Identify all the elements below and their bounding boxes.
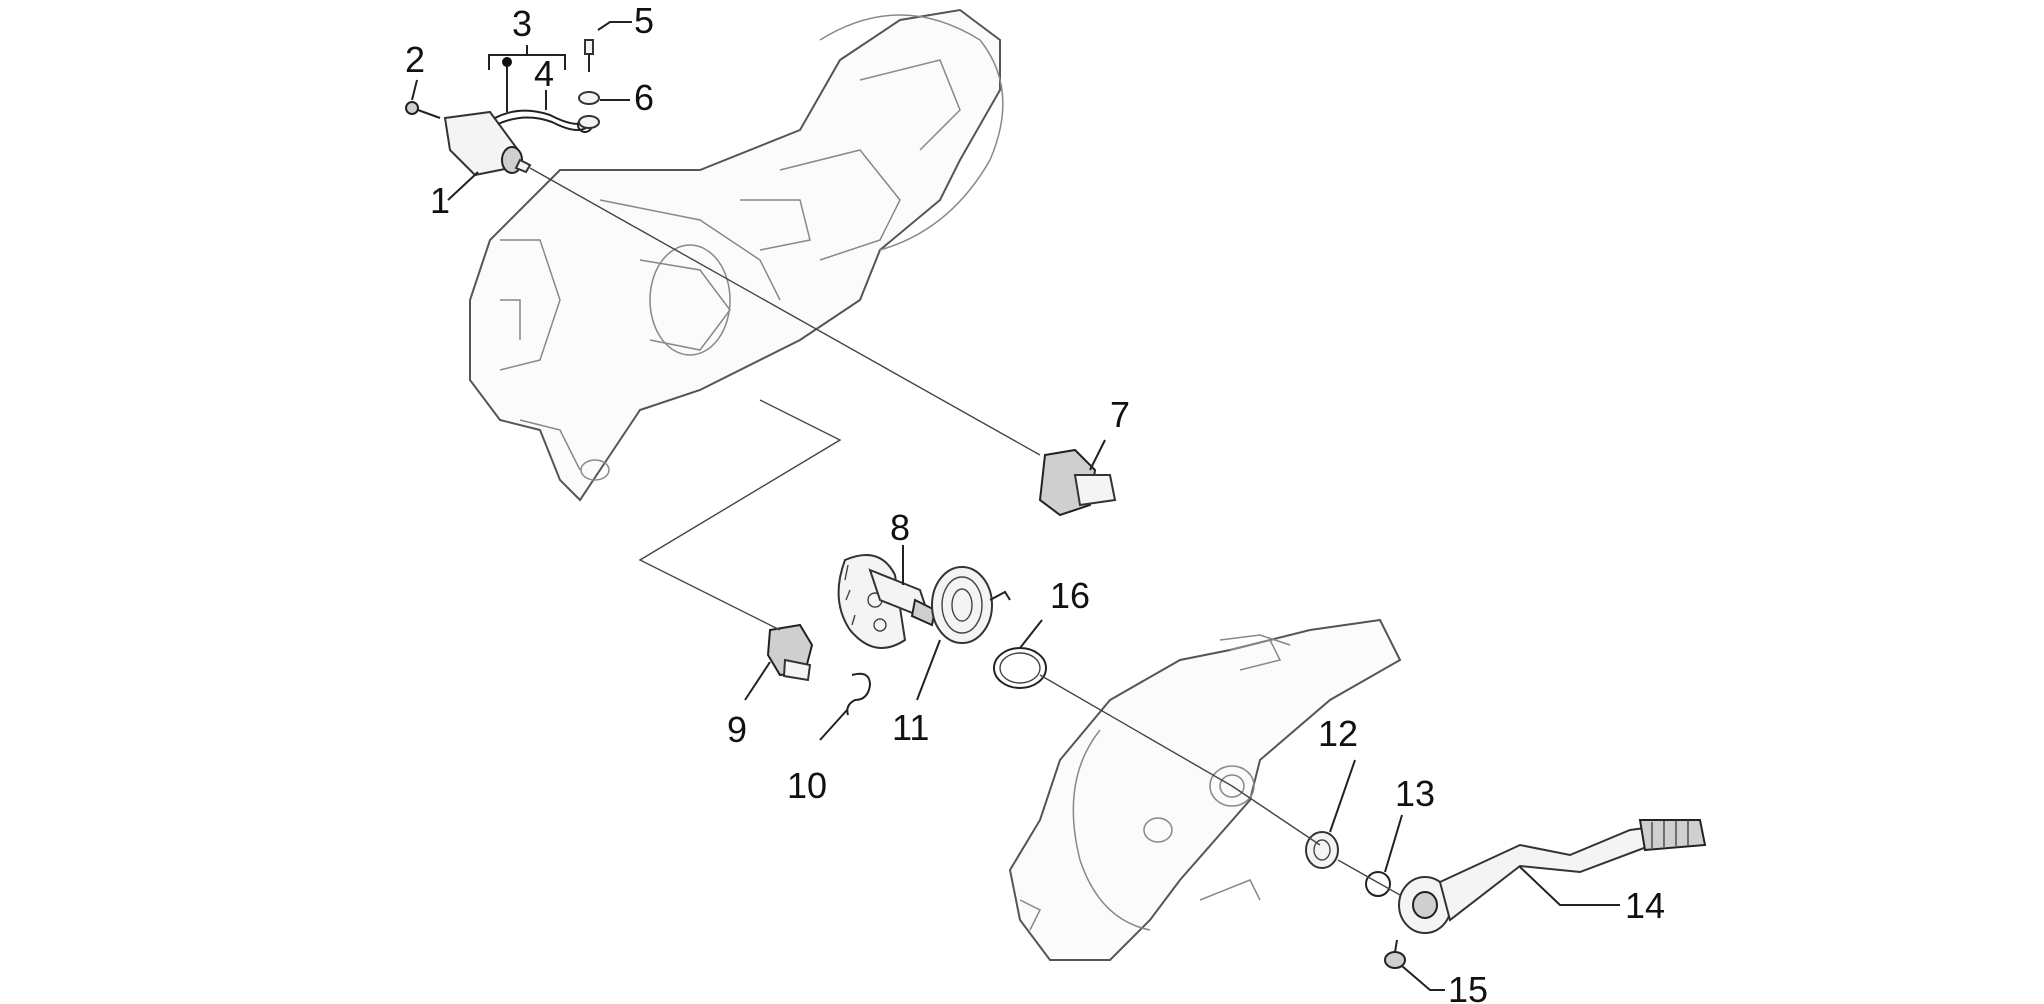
kickstart-lever xyxy=(1398,819,1707,934)
clip xyxy=(846,672,872,716)
return-spring xyxy=(931,566,1011,644)
starter-screw xyxy=(405,101,441,119)
starter-cable xyxy=(494,109,593,133)
circlip xyxy=(1365,871,1391,897)
callout-9: 9 xyxy=(727,709,747,750)
callout-7: 7 xyxy=(1110,394,1130,435)
callout-14: 14 xyxy=(1625,885,1665,926)
o-ring xyxy=(993,647,1047,689)
engine-crankcase xyxy=(469,8,1004,502)
transmission-cover xyxy=(1008,618,1402,961)
callout-2: 2 xyxy=(405,39,425,80)
oil-seal xyxy=(1305,831,1339,869)
callout-labels: 1 2 3 4 5 6 7 8 9 10 11 12 13 14 15 16 xyxy=(405,0,1665,1004)
starter-motor xyxy=(443,110,532,177)
leader-lines xyxy=(411,21,1620,991)
callout-5: 5 xyxy=(634,0,654,41)
starter-gear xyxy=(1038,448,1117,517)
callout-15: 15 xyxy=(1448,969,1488,1004)
callout-3: 3 xyxy=(512,3,532,44)
callout-12: 12 xyxy=(1318,713,1358,754)
callout-10: 10 xyxy=(787,765,827,806)
callout-6: 6 xyxy=(634,77,654,118)
callout-1: 1 xyxy=(430,180,450,221)
cable-screw xyxy=(584,39,594,72)
callout-4: 4 xyxy=(534,53,554,94)
lever-bolt xyxy=(1384,939,1406,969)
callout-16: 16 xyxy=(1050,575,1090,616)
kickstart-gear xyxy=(766,623,814,682)
callout-13: 13 xyxy=(1395,773,1435,814)
kickstart-shaft-sector xyxy=(837,554,937,649)
callout-11: 11 xyxy=(892,707,929,748)
callout-8: 8 xyxy=(890,507,910,548)
washers xyxy=(578,91,600,129)
